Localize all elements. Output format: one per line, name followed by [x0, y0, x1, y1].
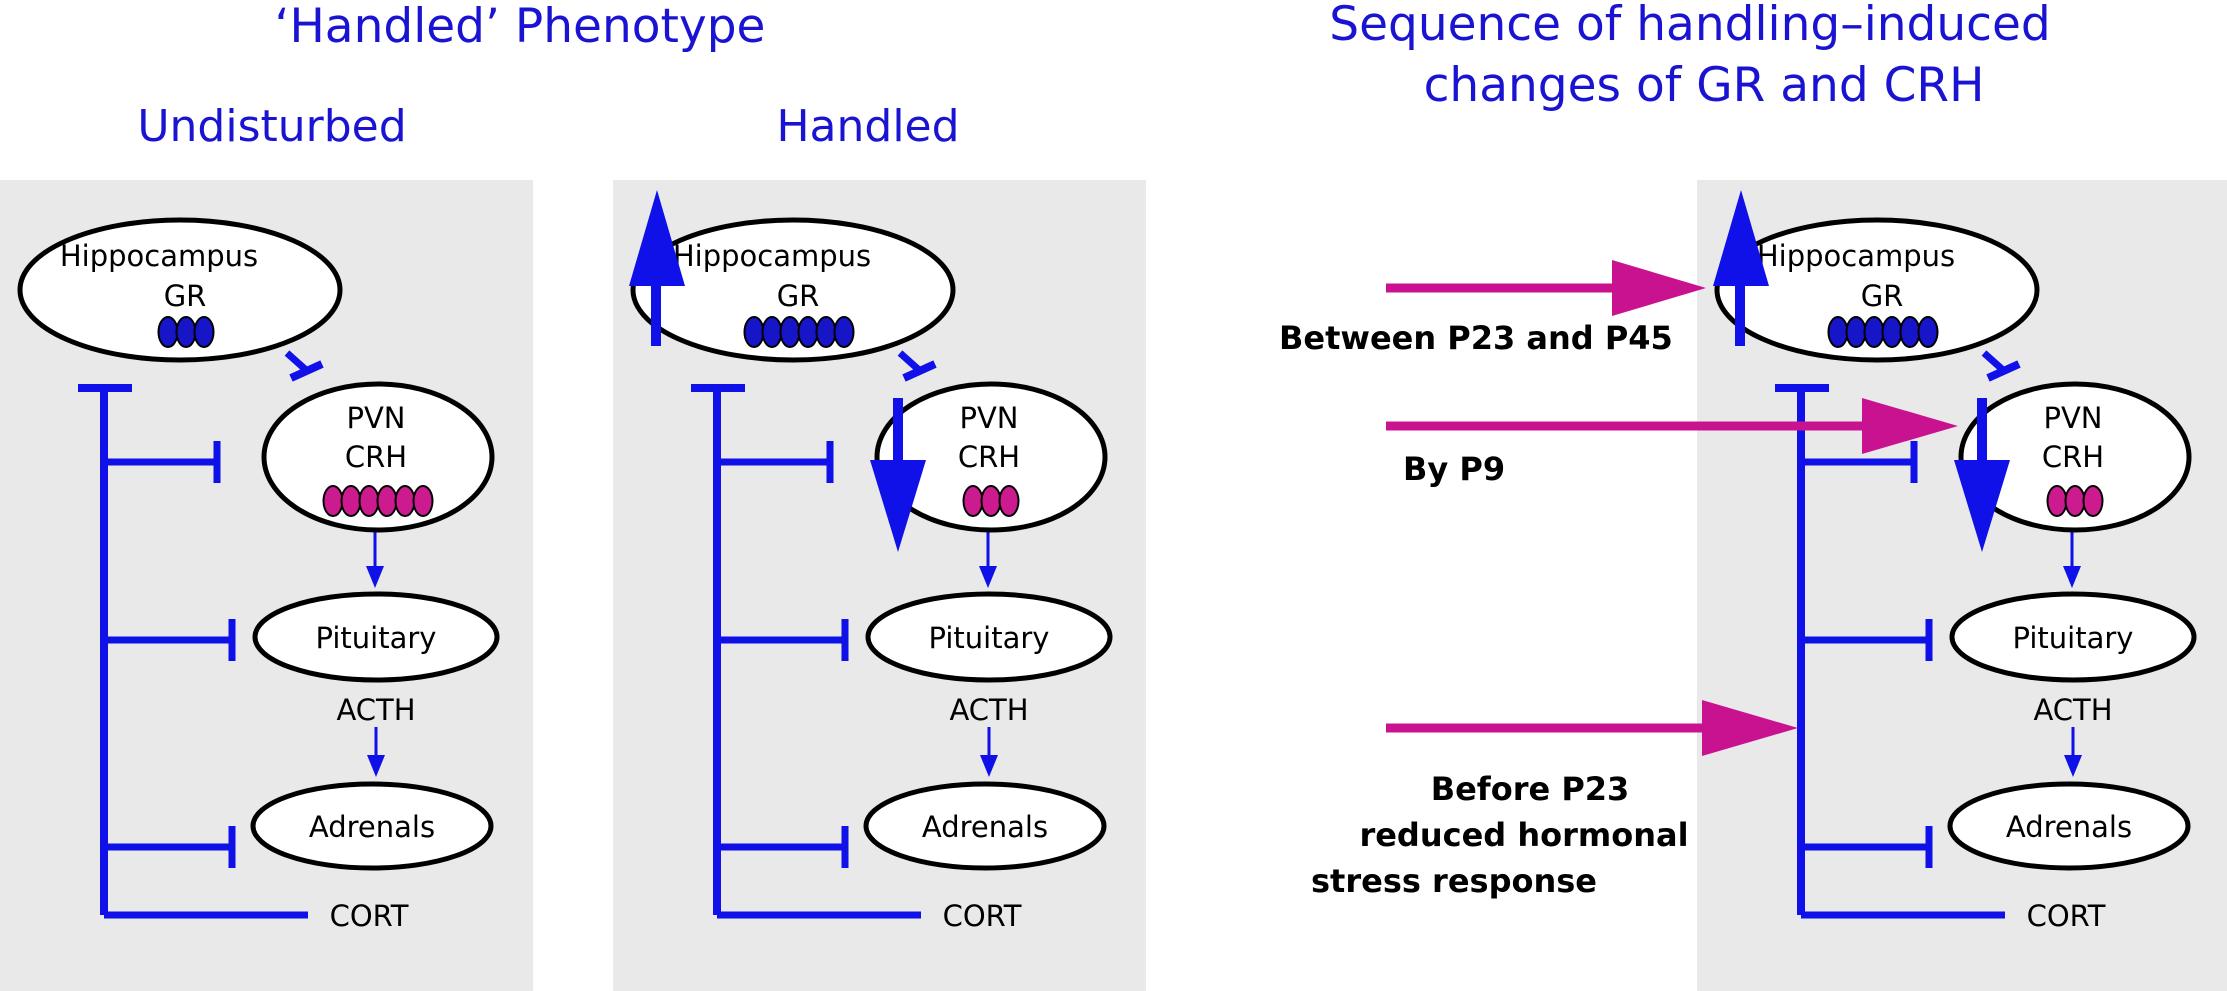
gr-receptor-bead: [833, 316, 855, 348]
between-p23-p45-label: Between P23 and P45: [1279, 319, 1673, 357]
pituitary-label: Pituitary: [929, 621, 1050, 655]
pvn-node: [261, 381, 495, 533]
hippocampus-inhibition-bar: [902, 360, 937, 382]
before-p23-label-line2: reduced hormonal: [1359, 816, 1688, 854]
gr-receptor-bead: [1917, 316, 1939, 348]
hippocampus-label: Hippocampus: [60, 239, 258, 273]
undisturbed-title: Undisturbed: [137, 101, 406, 152]
pvn-node: [1958, 381, 2192, 533]
hippocampus-inhibition-stem: [284, 350, 309, 373]
pvn-label: PVN: [959, 401, 1018, 435]
timeline-arrows: [1386, 260, 1958, 756]
hippocampus-inhibition-stem: [897, 350, 922, 373]
adrenals-node: [863, 781, 1107, 871]
gr-increase-arrow-head: [629, 190, 685, 286]
crh-bead: [394, 485, 416, 517]
crh-bead: [358, 485, 380, 517]
hippocampus-label: Hippocampus: [1757, 239, 1955, 273]
pvn-label: PVN: [346, 401, 405, 435]
crh-bead: [2064, 485, 2086, 517]
gr-receptor-bead: [1827, 316, 1849, 348]
pituitary-label: Pituitary: [2013, 621, 2134, 655]
handled-title: Handled: [776, 101, 959, 152]
hippocampus-node: [1714, 217, 2040, 363]
gr-label: GR: [777, 279, 820, 313]
pituitary-node: [1949, 591, 2197, 683]
before-p23-label-line3: stress response: [1311, 862, 1597, 900]
pvn-label: PVN: [2043, 401, 2102, 435]
hippocampus-node: [17, 217, 343, 363]
hippocampus-inhibition-stem: [1981, 350, 2006, 373]
before-arrow-head: [1702, 700, 1798, 756]
crh-bead: [340, 485, 362, 517]
crh-bead: [2082, 485, 2104, 517]
gr-label: GR: [1861, 279, 1904, 313]
gr-receptor-bead: [1845, 316, 1867, 348]
gr-receptor-bead: [815, 316, 837, 348]
between-arrow-head: [1612, 260, 1706, 316]
crh-decrease-arrow-head: [1954, 460, 2010, 552]
crh-bead: [376, 485, 398, 517]
gr-receptor-bead: [779, 316, 801, 348]
cort-label: CORT: [943, 899, 1022, 933]
crh-bead: [2046, 485, 2068, 517]
pituitary-node: [252, 591, 500, 683]
acth-label: ACTH: [2033, 693, 2112, 727]
gr-receptor-bead: [193, 316, 215, 348]
gr-receptor-bead: [1899, 316, 1921, 348]
hippocampus-inhibition-bar: [289, 360, 324, 382]
acth-label: ACTH: [949, 693, 1028, 727]
adrenals-label: Adrenals: [2006, 810, 2132, 844]
pituitary-label: Pituitary: [316, 621, 437, 655]
gr-receptor-bead: [1881, 316, 1903, 348]
by-p9-label: By P9: [1403, 450, 1505, 488]
adrenals-node: [250, 781, 494, 871]
hippocampus-inhibition-bar: [1986, 360, 2021, 382]
crh-label: CRH: [2042, 440, 2104, 474]
sequence-title-line2: changes of GR and CRH: [1424, 58, 1985, 113]
gr-increase-arrow-head: [1713, 190, 1769, 286]
pituitary-node: [865, 591, 1113, 683]
adrenals-label: Adrenals: [922, 810, 1048, 844]
acth-to-adrenals-head: [980, 755, 998, 777]
hippocampus-node: [630, 217, 956, 363]
acth-to-adrenals-head: [2064, 755, 2082, 777]
crh-label: CRH: [345, 440, 407, 474]
phenotype-title: ‘Handled’ Phenotype: [275, 0, 766, 54]
crh-bead: [322, 485, 344, 517]
crh-bead: [998, 485, 1020, 517]
before-p23-label-line1: Before P23: [1431, 770, 1630, 808]
gr-label: GR: [164, 279, 207, 313]
gr-receptor-bead: [157, 316, 179, 348]
crh-label: CRH: [958, 440, 1020, 474]
crh-decrease-arrow-head: [870, 460, 926, 552]
acth-label: ACTH: [336, 693, 415, 727]
cort-label: CORT: [330, 899, 409, 933]
pvn-to-pituitary-head: [2063, 566, 2081, 588]
gr-receptor-bead: [1863, 316, 1885, 348]
hippocampus-label: Hippocampus: [673, 239, 871, 273]
crh-bead: [980, 485, 1002, 517]
pvn-to-pituitary-head: [366, 566, 384, 588]
gr-receptor-bead: [743, 316, 765, 348]
sequence-title-line1: Sequence of handling–induced: [1329, 0, 2051, 52]
adrenals-node: [1947, 781, 2191, 871]
adrenals-label: Adrenals: [309, 810, 435, 844]
by-p9-arrow-head: [1862, 398, 1958, 454]
pvn-node: [874, 381, 1108, 533]
crh-bead: [412, 485, 434, 517]
crh-bead: [962, 485, 984, 517]
gr-receptor-bead: [761, 316, 783, 348]
gr-receptor-bead: [797, 316, 819, 348]
acth-to-adrenals-head: [367, 755, 385, 777]
gr-receptor-bead: [175, 316, 197, 348]
cort-label: CORT: [2027, 899, 2106, 933]
pvn-to-pituitary-head: [979, 566, 997, 588]
